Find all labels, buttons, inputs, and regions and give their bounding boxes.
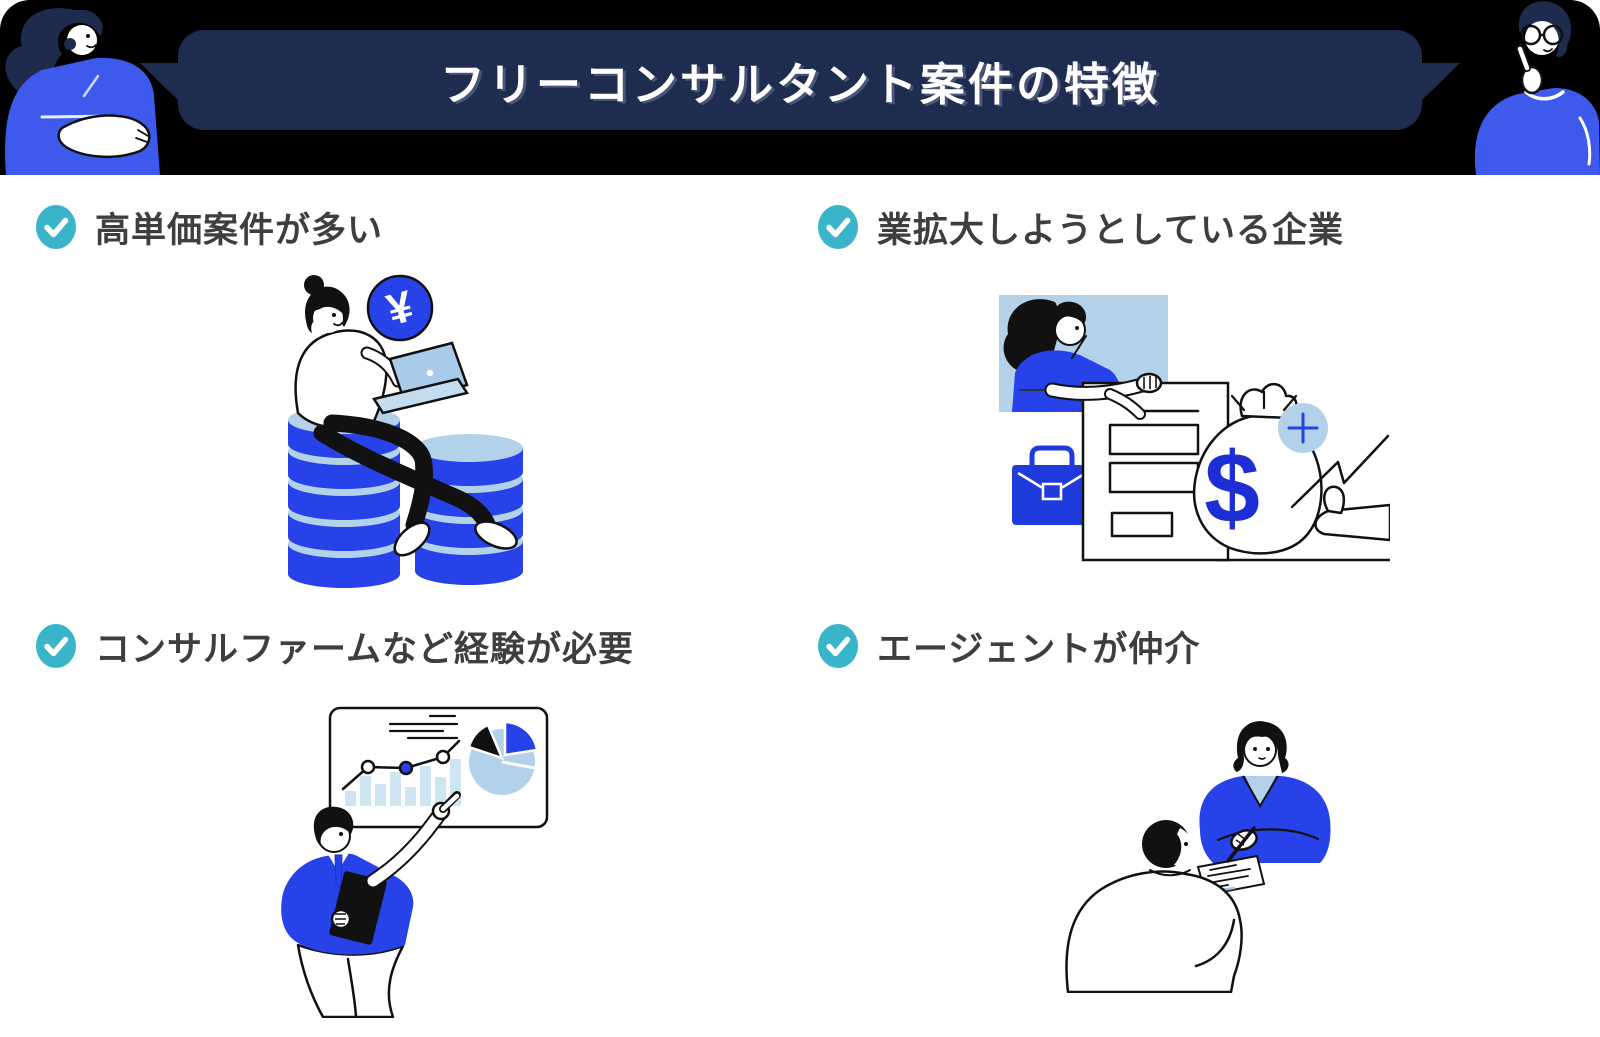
money-bag-icon: $: [1192, 383, 1323, 555]
plus-badge: [1278, 403, 1328, 453]
pie-chart: [467, 720, 539, 795]
pointing-arm: [365, 791, 461, 889]
man-face: [1525, 21, 1559, 55]
woman-arm: [1044, 372, 1163, 420]
section-header-experience-required: コンサルファームなど経験が必要: [35, 622, 634, 670]
sitting-woman: [294, 275, 518, 557]
page-title: フリーコンサルタント案件の特徴: [439, 58, 1160, 110]
shoe: [474, 520, 518, 550]
illustration-agent-meeting: [1038, 698, 1373, 993]
dollar-icon: $: [1204, 432, 1260, 544]
line-chart: [341, 739, 461, 791]
section-label: コンサルファームなど経験が必要: [95, 629, 634, 669]
holding-hand: [1314, 485, 1390, 542]
check-icon: [36, 205, 76, 249]
leg: [323, 414, 433, 534]
section-label: 高単価案件が多い: [95, 210, 384, 250]
illustration-consultant-whiteboard: [243, 683, 553, 1018]
holding-hand: [330, 908, 352, 930]
whiteboard: [328, 706, 549, 829]
pen-icon: [1226, 826, 1256, 863]
section-label: 業拡大しようとしている企業: [877, 210, 1344, 250]
agent-woman: [1199, 721, 1331, 863]
section-header-expanding-companies: 業拡大しようとしている企業: [817, 203, 1344, 251]
coin-stack-left: [288, 406, 400, 588]
board-text-lines: [388, 714, 459, 740]
illustration-businesswoman-money-bag: $: [960, 278, 1390, 563]
illustration-woman-on-coin-stacks: ¥: [262, 263, 547, 598]
laptop-base: [371, 377, 470, 415]
title-banner: フリーコンサルタント案件の特徴: [178, 30, 1422, 130]
section-label: エージェントが仲介: [877, 629, 1201, 669]
client-man: [1065, 820, 1243, 993]
briefcase-icon: [1012, 445, 1092, 525]
consultant-man: [281, 791, 461, 1018]
corner-woman-illustration: [0, 0, 190, 180]
man-hair: [313, 806, 354, 846]
leg: [313, 424, 498, 539]
yen-coin-badge: ¥: [366, 274, 434, 342]
plus-icon: [1287, 412, 1319, 444]
woman-hair: [5, 8, 103, 100]
man-sweater: [1474, 88, 1600, 175]
growth-arrow: [1290, 434, 1390, 509]
agent-hair: [1233, 721, 1289, 773]
section-header-high-unit-price: 高単価案件が多い: [35, 203, 383, 251]
client-back: [1065, 870, 1243, 993]
section-header-agent-mediation: エージェントが仲介: [817, 622, 1200, 670]
hair-bun: [304, 275, 324, 295]
bar-chart: [345, 759, 461, 806]
check-icon: [818, 624, 858, 668]
signing-hand: [1226, 826, 1258, 863]
corner-man-illustration: [1410, 0, 1600, 180]
pen-icon: [1071, 335, 1087, 359]
shoe: [393, 521, 431, 557]
pointing-hand: [1520, 65, 1544, 95]
woman-torso: [294, 329, 388, 430]
woman-sleeve-hand: [57, 114, 151, 158]
check-icon: [36, 624, 76, 668]
check-icon: [818, 205, 858, 249]
